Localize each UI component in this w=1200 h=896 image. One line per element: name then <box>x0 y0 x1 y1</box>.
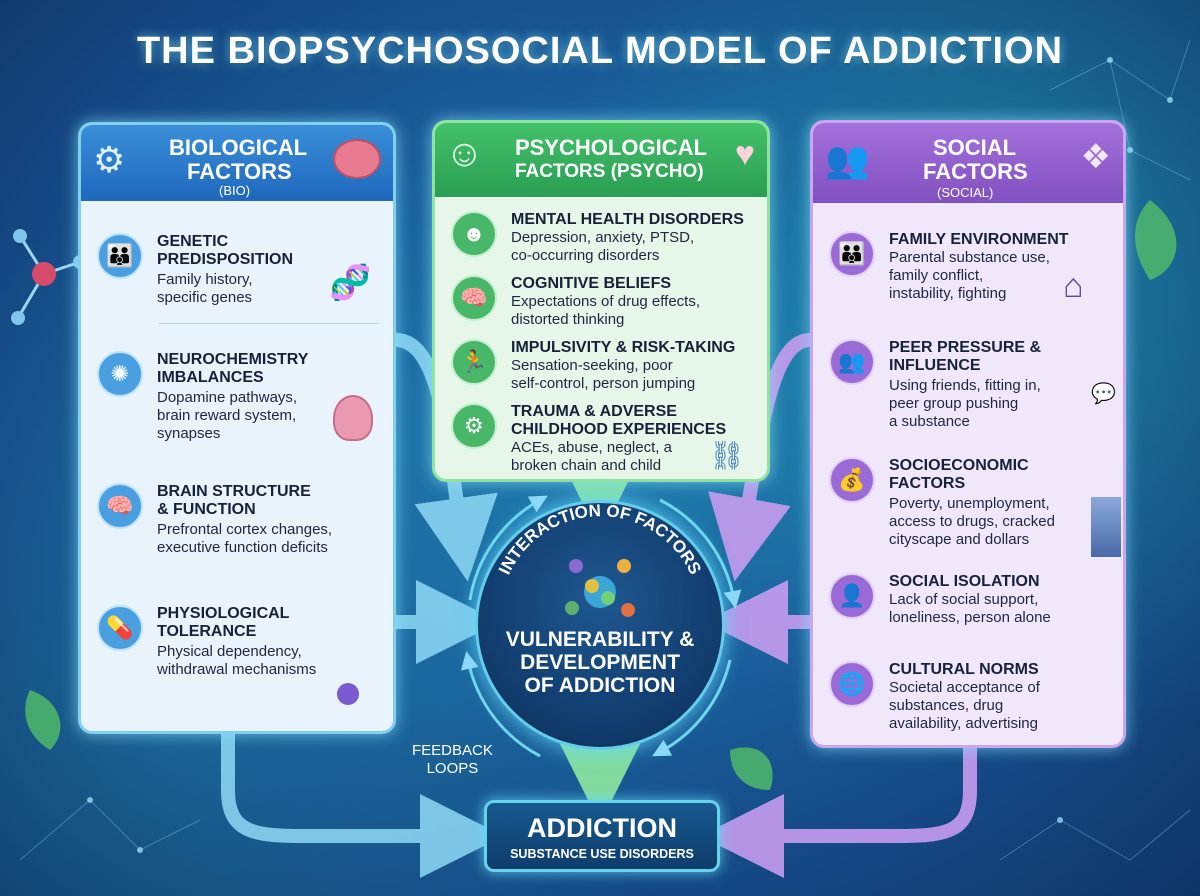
group-icon: 👥 <box>829 339 875 385</box>
biological-header: ⚙ BIOLOGICAL FACTORS (BIO) <box>81 125 393 201</box>
cityscape-icon <box>1091 497 1121 557</box>
bio-item-neurochemistry: ✺ NEUROCHEMISTRY IMBALANCES Dopamine pat… <box>97 351 387 461</box>
group-icon: 👥 <box>825 139 870 180</box>
psy-item-cognitive: 🧠 COGNITIVE BELIEFS Expectations of drug… <box>451 275 761 337</box>
psy-item-desc: Expectations of drug effects, distorted … <box>511 293 701 328</box>
addiction-title: ADDICTION <box>527 813 677 843</box>
page-title: THE BIOPSYCHOSOCIAL MODEL OF ADDICTION <box>136 30 1064 72</box>
social-item-desc: Parental substance use, family conflict,… <box>889 249 1050 302</box>
heart-head-icon: ♥ <box>734 135 755 173</box>
bio-item-heading: GENETIC PREDISPOSITION <box>157 233 294 268</box>
psy-item-desc: Sensation-seeking, poor self-control, pe… <box>511 357 696 392</box>
social-item-heading: CULTURAL NORMS <box>889 661 1039 678</box>
house-icon: ⌂ <box>1063 267 1084 305</box>
network-people-icon: ❖ <box>1080 138 1111 176</box>
psy-item-heading: TRAUMA & ADVERSE CHILDHOOD EXPERIENCES <box>511 403 727 438</box>
biological-factors-panel: ⚙ BIOLOGICAL FACTORS (BIO) 👪 GENETIC PRE… <box>78 122 396 734</box>
psychological-header: ☺ PSYCHOLOGICAL FACTORS (PSYCHO) ♥ <box>435 123 767 197</box>
molecule-icon <box>337 683 359 705</box>
synapse-icon <box>333 395 373 441</box>
social-item-cultural: 🌐 CULTURAL NORMS Societal acceptance of … <box>829 661 1119 741</box>
brain-icon: 🧠 <box>97 483 143 529</box>
psy-item-desc: ACEs, abuse, neglect, a broken chain and… <box>511 439 672 474</box>
running-person-icon: 🏃 <box>451 339 497 385</box>
people-icon: 👤 <box>829 573 875 619</box>
psy-item-heading: IMPULSIVITY & RISK-TAKING <box>511 339 736 356</box>
brain-icon <box>333 139 381 179</box>
psychological-title-line2: FACTORS (PSYCHO) <box>515 161 704 182</box>
gears-icon: ⚙ <box>93 139 126 180</box>
social-item-heading: FAMILY ENVIRONMENT <box>889 231 1069 248</box>
social-item-heading: SOCIOECONOMIC FACTORS <box>889 457 1029 492</box>
bio-item-genetic: 👪 GENETIC PREDISPOSITION Family history,… <box>97 233 387 333</box>
social-subtitle: (SOCIAL) <box>937 185 994 200</box>
psychological-factors-panel: ☺ PSYCHOLOGICAL FACTORS (PSYCHO) ♥ ☻ MEN… <box>432 120 770 482</box>
dna-icon: 🧬 <box>329 264 372 302</box>
social-item-heading: SOCIAL ISOLATION <box>889 573 1040 590</box>
biological-title-line1: BIOLOGICAL <box>169 135 308 160</box>
divider <box>159 323 379 324</box>
network-nodes <box>87 57 1173 853</box>
social-factors-panel: 👥 SOCIAL FACTORS (SOCIAL) ❖ 👪 FAMILY ENV… <box>810 120 1126 748</box>
pill-bottle-icon: 💊 <box>97 605 143 651</box>
broken-chain-icon: ⛓ <box>709 440 745 471</box>
addiction-outcome-box: ADDICTION SUBSTANCE USE DISORDERS <box>484 800 720 872</box>
money-bag-icon: 💰 <box>829 457 875 503</box>
vulnerability-label: VULNERABILITY & DEVELOPMENT OF ADDICTION <box>505 628 695 697</box>
social-item-desc: Using friends, fitting in, peer group pu… <box>889 377 1041 430</box>
social-title-line1: SOCIAL <box>933 135 1017 160</box>
bio-item-desc: Prefrontal cortex changes, executive fun… <box>157 521 333 556</box>
social-item-desc: Poverty, unemployment, access to drugs, … <box>889 495 1055 548</box>
family-icon: 👪 <box>829 231 875 277</box>
psy-item-trauma: ⚙ TRAUMA & ADVERSE CHILDHOOD EXPERIENCES… <box>451 403 761 479</box>
molecule-decoration <box>11 229 87 325</box>
head-icon: ☻ <box>451 211 497 257</box>
social-header: 👥 SOCIAL FACTORS (SOCIAL) ❖ <box>813 123 1123 203</box>
bio-item-brain-structure: 🧠 BRAIN STRUCTURE & FUNCTION Prefrontal … <box>97 483 387 573</box>
head-brain-icon: ☺ <box>445 133 484 175</box>
social-item-desc: Societal acceptance of substances, drug … <box>889 679 1040 732</box>
social-title-line2: FACTORS <box>923 159 1028 184</box>
speech-bubble-icon: 💬 <box>1091 383 1116 405</box>
bio-item-heading: PHYSIOLOGICAL TOLERANCE <box>157 605 290 640</box>
social-item-heading: PEER PRESSURE & INFLUENCE <box>889 339 1042 374</box>
emotion-cluster-icon <box>565 559 635 617</box>
bio-item-heading: NEUROCHEMISTRY IMBALANCES <box>157 351 309 386</box>
biological-title-line2: FACTORS <box>187 159 292 184</box>
psy-item-impulsivity: 🏃 IMPULSIVITY & RISK-TAKING Sensation-se… <box>451 339 761 401</box>
social-item-family: 👪 FAMILY ENVIRONMENT Parental substance … <box>829 231 1119 327</box>
family-icon: 👪 <box>97 233 143 279</box>
psy-item-heading: MENTAL HEALTH DISORDERS <box>511 211 744 228</box>
brain-icon: 🧠 <box>451 275 497 321</box>
bio-item-heading: BRAIN STRUCTURE & FUNCTION <box>157 483 311 518</box>
bio-item-desc: Family history, specific genes <box>157 271 253 306</box>
psychological-title-line1: PSYCHOLOGICAL <box>515 135 707 160</box>
globe-icon: 🌐 <box>829 661 875 707</box>
biological-subtitle: (BIO) <box>219 183 251 198</box>
interaction-arc-label: INTERACTION OF FACTORS <box>495 501 705 577</box>
leaf-decoration <box>25 200 1177 790</box>
bio-item-desc: Physical dependency, withdrawal mechanis… <box>157 643 317 678</box>
psy-item-heading: COGNITIVE BELIEFS <box>511 275 672 292</box>
feedback-loops-label: FEEDBACK LOOPS <box>412 742 493 777</box>
bio-item-tolerance: 💊 PHYSIOLOGICAL TOLERANCE Physical depen… <box>97 605 387 715</box>
neuron-icon: ✺ <box>97 351 143 397</box>
psy-item-desc: Depression, anxiety, PTSD, co-occurring … <box>511 229 695 264</box>
addiction-subtitle: SUBSTANCE USE DISORDERS <box>510 847 694 861</box>
psy-item-mental-health: ☻ MENTAL HEALTH DISORDERS Depression, an… <box>451 211 761 273</box>
social-item-socioeconomic: 💰 SOCIOECONOMIC FACTORS Poverty, unemplo… <box>829 457 1121 561</box>
social-item-isolation: 👤 SOCIAL ISOLATION Lack of social suppor… <box>829 573 1119 653</box>
bio-item-desc: Dopamine pathways, brain reward system, … <box>157 389 298 442</box>
social-item-desc: Lack of social support, loneliness, pers… <box>889 591 1051 626</box>
interaction-circle <box>475 500 725 750</box>
head-gears-icon: ⚙ <box>451 403 497 449</box>
social-item-peer: 👥 PEER PRESSURE & INFLUENCE Using friend… <box>829 339 1119 443</box>
